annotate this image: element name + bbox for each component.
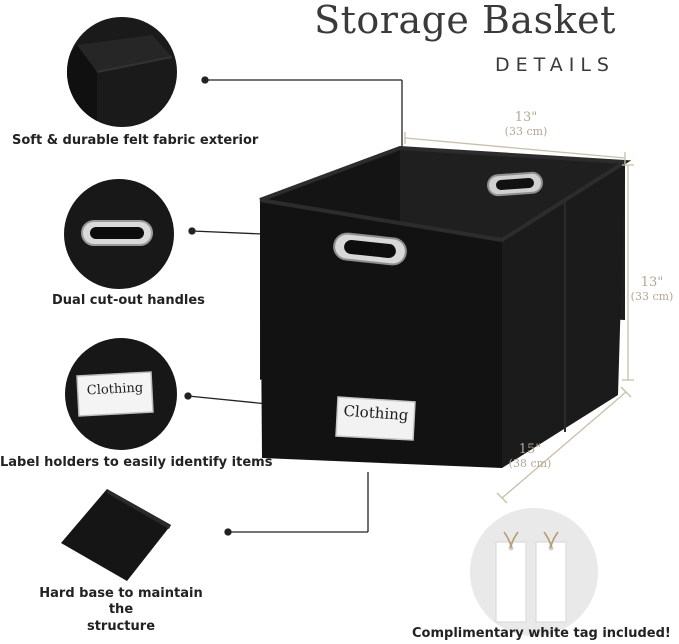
- label-holder-icon: [65, 338, 177, 450]
- tag-note: Complimentary white tag included!: [412, 626, 671, 641]
- white-tag-closeup: [470, 508, 598, 636]
- height-cm: (33 cm): [630, 289, 674, 303]
- feature-caption-handles: Dual cut-out handles: [52, 293, 205, 308]
- label-holder-closeup: Clothing: [65, 338, 177, 450]
- page-title: Storage Basket: [314, 0, 616, 42]
- depth-cm: (38 cm): [508, 456, 552, 470]
- white-tag-icon: [470, 508, 598, 636]
- hard-base-icon: [61, 489, 171, 581]
- hard-base-image: [55, 485, 185, 585]
- feature-caption-base: Hard base to maintain the structure: [36, 586, 206, 635]
- felt-fabric-corner-icon: [67, 17, 177, 127]
- depth-dimension: 15" (38 cm): [500, 442, 560, 471]
- height-dimension: 13" (33 cm): [622, 275, 679, 304]
- height-inches: 13": [640, 275, 664, 290]
- feature-caption-base-line2: structure: [86, 618, 156, 634]
- metal-handle-icon: [64, 179, 174, 289]
- feature-caption-fabric: Soft & durable felt fabric exterior: [12, 133, 259, 148]
- width-cm: (33 cm): [504, 124, 548, 138]
- feature-caption-label: Label holders to easily identify items: [0, 455, 273, 470]
- feature-caption-base-line1: Hard base to maintain the: [39, 586, 203, 618]
- felt-fabric-closeup: [67, 17, 177, 127]
- width-inches: 13": [514, 110, 538, 125]
- handle-closeup: [64, 179, 174, 289]
- depth-inches: 15": [518, 442, 542, 457]
- page-subtitle: DETAILS: [494, 54, 615, 76]
- storage-basket-image: [259, 145, 632, 468]
- width-dimension: 13" (33 cm): [496, 110, 556, 139]
